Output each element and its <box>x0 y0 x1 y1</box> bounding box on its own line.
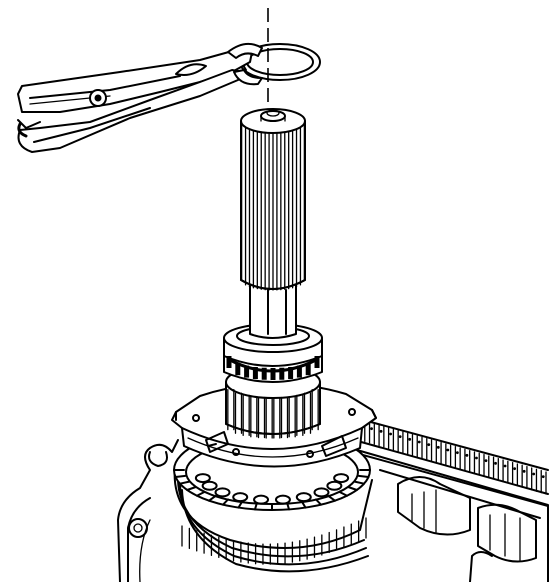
bearing <box>223 323 323 383</box>
splined-shaft <box>240 108 306 339</box>
clutch-pack <box>351 417 549 507</box>
snap-ring-pliers <box>17 42 263 153</box>
stacked-plates <box>173 465 373 573</box>
transmission-case <box>117 439 549 582</box>
